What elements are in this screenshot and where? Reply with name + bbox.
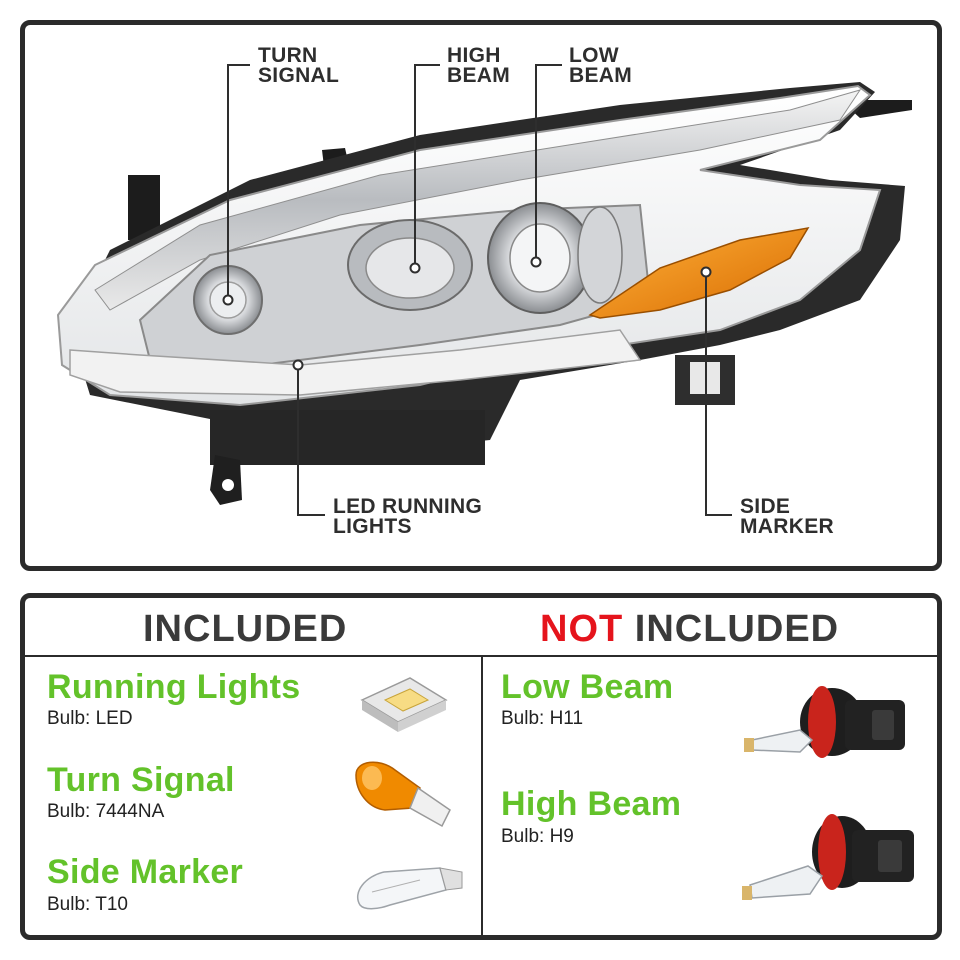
included-sub-running-lights: Bulb: LED (47, 708, 133, 729)
callout-high-beam-line2: BEAM (447, 64, 511, 87)
not-included-sub-high-beam: Bulb: H9 (501, 826, 574, 847)
callout-lines (227, 64, 732, 516)
included-title-side-marker: Side Marker (47, 853, 244, 891)
column-divider (481, 657, 483, 935)
not-included-sub-low-beam: Bulb: H11 (501, 708, 584, 729)
headlight-body (56, 82, 912, 505)
bulb-info-panel: INCLUDED NOT INCLUDED Running Lights Bul… (20, 593, 942, 940)
callout-side-marker-line2: MARKER (740, 515, 834, 538)
not-word: NOT (540, 608, 624, 650)
callout-dots (222, 256, 712, 371)
callout-led-line2: LIGHTS (333, 515, 412, 538)
not-included-title-high-beam: High Beam (501, 785, 682, 823)
included-sub-turn-signal: Bulb: 7444NA (47, 801, 165, 822)
not-included-rest: INCLUDED (623, 608, 840, 650)
callout-low-beam-line1: LOW (569, 44, 619, 67)
callout-high-beam-line1: HIGH (447, 44, 501, 67)
included-title-turn-signal: Turn Signal (47, 761, 235, 799)
included-header: INCLUDED (143, 608, 348, 650)
callout-turn-signal-line2: SIGNAL (258, 64, 340, 87)
callout-low-beam-line2: BEAM (569, 64, 633, 87)
callout-low-beam: LOW BEAM (569, 44, 633, 87)
included-title-running-lights: Running Lights (47, 668, 301, 706)
header-divider (25, 655, 937, 657)
callout-side-marker-line1: SIDE (740, 495, 791, 518)
included-sub-side-marker: Bulb: T10 (47, 894, 128, 915)
not-included-title-low-beam: Low Beam (501, 668, 674, 706)
not-included-header: NOT INCLUDED (540, 608, 839, 651)
callout-turn-signal: TURN SIGNAL (258, 44, 340, 87)
callout-led-line1: LED RUNNING (333, 495, 483, 518)
callout-high-beam: HIGH BEAM (447, 44, 511, 87)
callout-turn-signal-line1: TURN (258, 44, 318, 67)
callout-led-running-lights: LED RUNNING LIGHTS (333, 495, 483, 538)
callout-side-marker: SIDE MARKER (740, 495, 834, 538)
